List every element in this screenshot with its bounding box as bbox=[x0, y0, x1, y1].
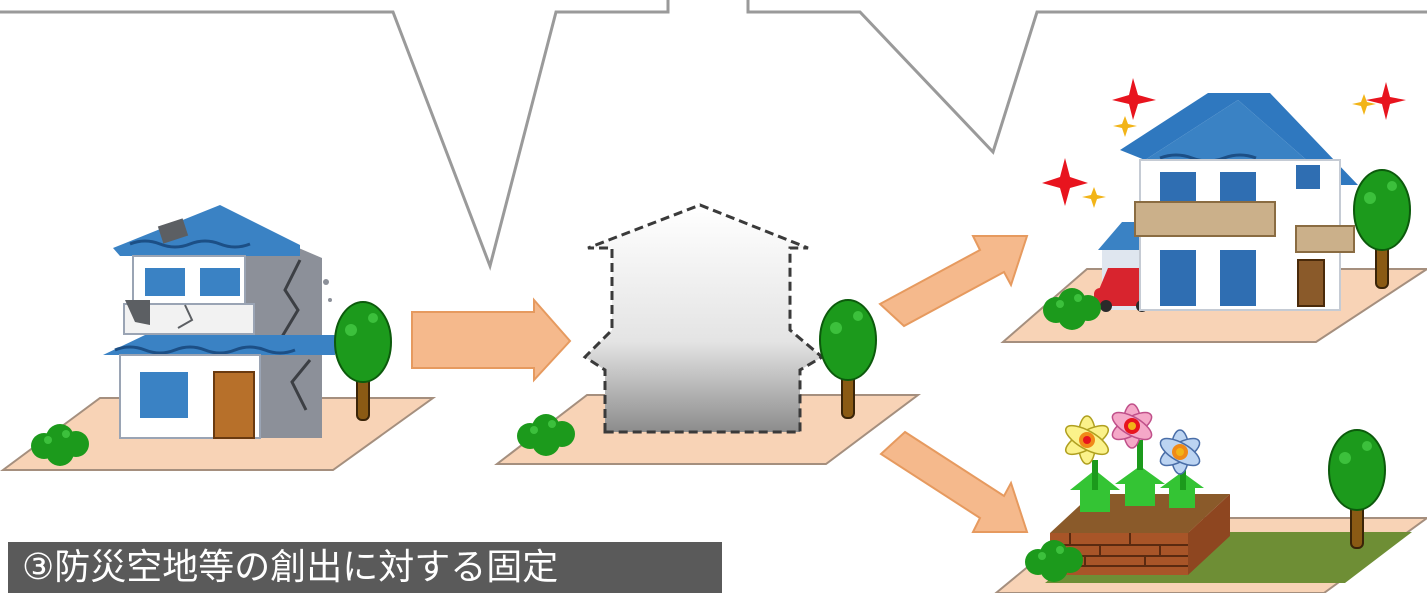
arrow-down-right-icon bbox=[879, 430, 1029, 533]
flower-garden-scene bbox=[994, 403, 1427, 593]
demolished-house-outline-icon bbox=[582, 203, 825, 434]
callout-right-outline bbox=[746, 0, 1427, 155]
callout-left-outline bbox=[0, 0, 670, 271]
new-house-icon bbox=[1094, 93, 1358, 312]
arrow-up-right-icon bbox=[878, 235, 1029, 328]
section-caption: ③防災空地等の創出に対する固定 bbox=[8, 542, 722, 593]
demolished-house-scene bbox=[494, 203, 921, 465]
sparkle-icon bbox=[1042, 78, 1406, 208]
damaged-house-scene bbox=[0, 205, 437, 471]
arrow-right-icon bbox=[411, 297, 572, 383]
damaged-house-icon bbox=[103, 205, 335, 439]
new-house-scene bbox=[1000, 78, 1427, 343]
